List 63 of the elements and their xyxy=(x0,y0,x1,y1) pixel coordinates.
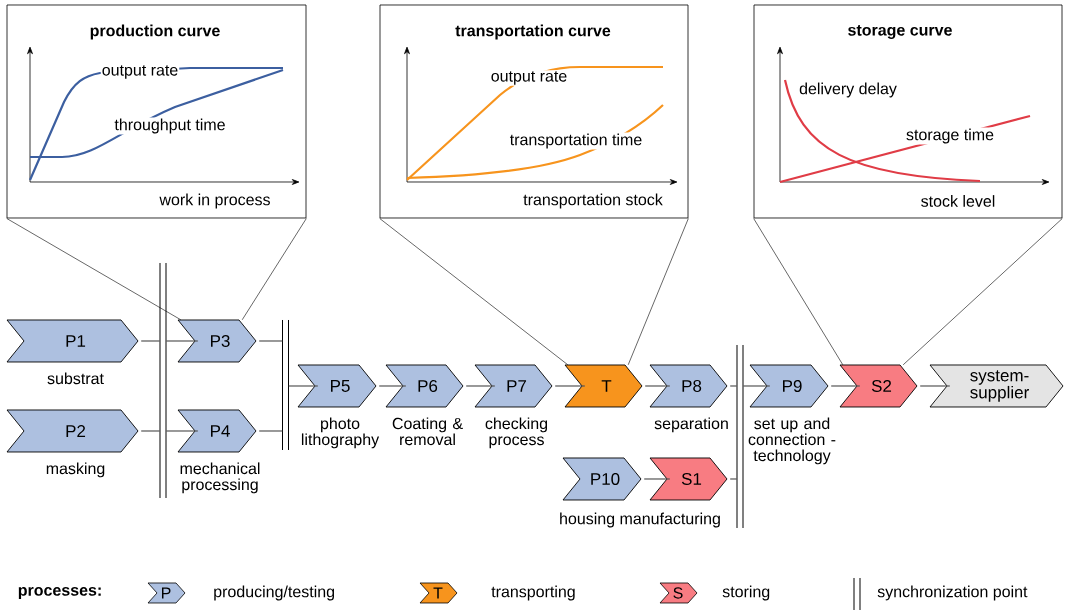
connector-line xyxy=(258,340,283,342)
leader-line xyxy=(379,218,569,366)
process-step: P2 xyxy=(6,409,139,453)
synchronization-bar xyxy=(736,344,744,529)
process-step: system-supplier xyxy=(929,364,1064,408)
legend-label: synchronization point xyxy=(877,585,1028,601)
group-caption: housing manufacturing xyxy=(560,512,720,528)
process-caption: set up and connection - technology xyxy=(748,417,836,465)
process-caption: checking process xyxy=(485,417,548,449)
process-step: P1 xyxy=(6,319,139,363)
process-caption: masking xyxy=(46,462,105,478)
axis-label: stock level xyxy=(919,194,997,208)
swatch-letter: T xyxy=(433,587,443,599)
chart-title: storage curve xyxy=(846,24,954,40)
process-step: P3 xyxy=(177,319,257,363)
legend-title: processes: xyxy=(18,587,101,599)
leader-line xyxy=(6,218,182,321)
leader-line xyxy=(753,218,844,366)
curve-label: output rate xyxy=(100,64,180,80)
process-caption: substrat xyxy=(47,372,104,385)
connector-line xyxy=(378,385,407,387)
synchronization-bar xyxy=(282,319,289,451)
connector-line xyxy=(830,385,861,387)
connector-line xyxy=(165,430,199,432)
process-step: P6 xyxy=(385,364,464,408)
connector-line xyxy=(729,478,738,480)
process-step: P9 xyxy=(749,364,829,408)
legend-label: storing xyxy=(722,585,770,601)
connector-line xyxy=(554,385,586,387)
swatch-letter: S xyxy=(673,587,683,599)
legend-label: producing/testing xyxy=(214,585,334,601)
process-step: S1 xyxy=(649,457,728,501)
process-step: S2 xyxy=(839,364,918,408)
connector-line xyxy=(643,478,671,480)
connector-line xyxy=(165,340,199,342)
connector-line xyxy=(140,340,161,342)
connector-line xyxy=(644,385,671,387)
process-step: T xyxy=(564,364,643,408)
process-caption: photo lithography xyxy=(301,417,380,449)
process-caption: mechanical processing xyxy=(180,462,260,494)
chart-panel xyxy=(379,4,689,219)
leader-line xyxy=(627,218,689,366)
curve-label: output rate xyxy=(489,70,569,86)
legend-label: transporting xyxy=(491,585,575,601)
process-step: P4 xyxy=(177,409,257,453)
process-step: P7 xyxy=(474,364,553,408)
chart-panel xyxy=(6,4,307,219)
process-caption: separation xyxy=(654,417,728,433)
chart-panel xyxy=(753,4,1063,219)
connector-line xyxy=(140,430,161,432)
connector-line xyxy=(465,385,496,387)
process-step: P10 xyxy=(562,457,642,501)
synchronization-bar xyxy=(159,262,167,499)
process-caption: Coating & removal xyxy=(392,417,463,446)
process-step: P8 xyxy=(649,364,728,408)
connector-line xyxy=(258,430,283,432)
connector-line xyxy=(288,385,319,387)
process-step: P5 xyxy=(297,364,377,408)
connector-line xyxy=(729,385,738,387)
leader-line xyxy=(902,218,1063,366)
leader-line xyxy=(241,218,307,321)
swatch-letter: P xyxy=(162,587,171,599)
connector-line xyxy=(742,385,771,387)
